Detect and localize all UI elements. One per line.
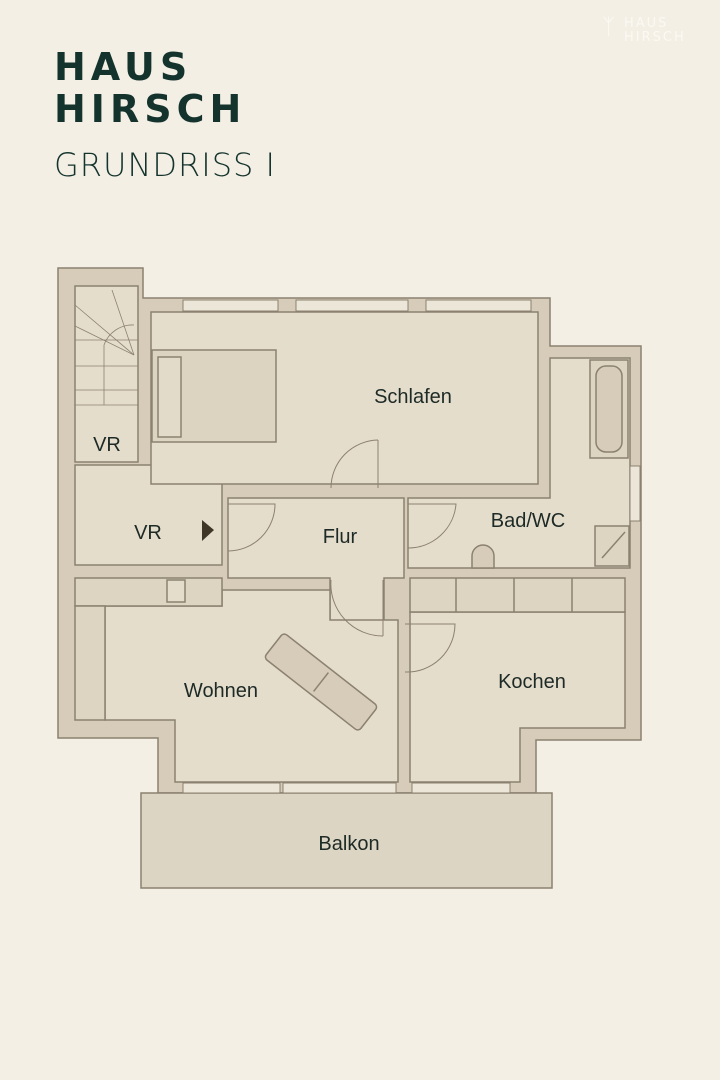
kitchen-cabinet-dividers: [455, 578, 573, 612]
label-vr-top: VR: [93, 434, 121, 456]
watermark-logo: HAUS HIRSCH: [624, 17, 686, 45]
label-bad: Bad/WC: [491, 510, 565, 532]
brand-line-1: HAUS: [54, 45, 193, 89]
label-kochen: Kochen: [498, 671, 566, 693]
label-schlafen: Schlafen: [374, 386, 452, 408]
watermark-line-1: HAUS: [624, 16, 669, 31]
label-vr: VR: [134, 522, 162, 544]
bed-pillow: [157, 356, 182, 438]
label-flur: Flur: [323, 526, 358, 548]
watermark-line-2: HIRSCH: [624, 30, 686, 45]
room-bad: [407, 357, 631, 569]
brand-title: HAUS HIRSCH: [54, 46, 246, 130]
living-counter: [74, 577, 223, 607]
windows: [182, 299, 641, 794]
brand-line-2: HIRSCH: [54, 87, 247, 131]
sofa: [264, 633, 378, 731]
doors: [227, 439, 457, 673]
sink: [166, 579, 186, 603]
shower-drain: [601, 531, 626, 559]
toilet: [471, 544, 495, 569]
label-balkon: Balkon: [318, 833, 379, 855]
living-counter-side: [74, 605, 106, 721]
room-stairs: [74, 285, 139, 463]
entrance-arrow-icon: [202, 520, 214, 541]
room-kochen: [409, 611, 626, 783]
label-wohnen: Wohnen: [184, 680, 258, 702]
kitchen-counter-top: [409, 577, 626, 613]
page-subtitle: GRUNDRISS I: [54, 146, 276, 184]
balcony: [140, 792, 553, 889]
deer-antler-icon: ᛉ: [602, 14, 616, 39]
bathtub-basin: [595, 365, 623, 453]
staircase: [74, 289, 138, 406]
